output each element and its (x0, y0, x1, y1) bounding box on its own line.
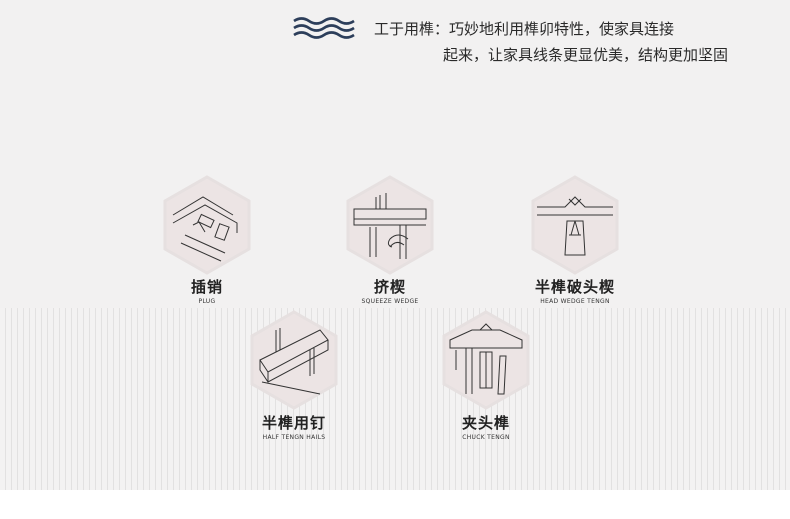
striped-band (0, 308, 790, 490)
item-title: 插销 (190, 278, 223, 296)
item-subtitle: CHUCK TENGN (462, 434, 510, 441)
item-label-squeeze-wedge: 挤楔 SQUEEZE WEDGE (310, 276, 470, 305)
chuck-tenon-icon (442, 310, 530, 410)
intro-line-2: 起来，让家具线条更显优美，结构更加坚固 (443, 46, 729, 64)
squeeze-wedge-joint-icon (346, 175, 434, 275)
page: 工于用榫：巧妙地利用榫卯特性，使家具连接 起来，让家具线条更显优美，结构更加坚固… (0, 0, 790, 490)
intro-line-1: 工于用榫：巧妙地利用榫卯特性，使家具连接 (374, 20, 675, 38)
item-title: 挤楔 (373, 278, 406, 296)
item-title: 半榫破头楔 (534, 278, 615, 296)
wave-icon (293, 17, 355, 39)
item-title: 半榫用钉 (261, 414, 326, 432)
item-label-half-tenon-nails: 半榫用钉 HALF TENGN HAILS (214, 412, 374, 441)
item-label-plug: 插销 PLUG (127, 276, 287, 305)
item-subtitle: SQUEEZE WEDGE (361, 298, 419, 305)
half-tenon-nail-icon (250, 310, 338, 410)
item-subtitle: PLUG (198, 298, 216, 305)
item-subtitle: HEAD WEDGE TENGN (540, 298, 610, 305)
item-label-head-wedge-tenon: 半榫破头楔 HEAD WEDGE TENGN (495, 276, 655, 305)
plug-joint-icon (163, 175, 251, 275)
head-wedge-tenon-icon (531, 175, 619, 275)
item-label-chuck-tenon: 夹头榫 CHUCK TENGN (406, 412, 566, 441)
item-subtitle: HALF TENGN HAILS (262, 434, 326, 441)
item-title: 夹头榫 (461, 414, 510, 432)
